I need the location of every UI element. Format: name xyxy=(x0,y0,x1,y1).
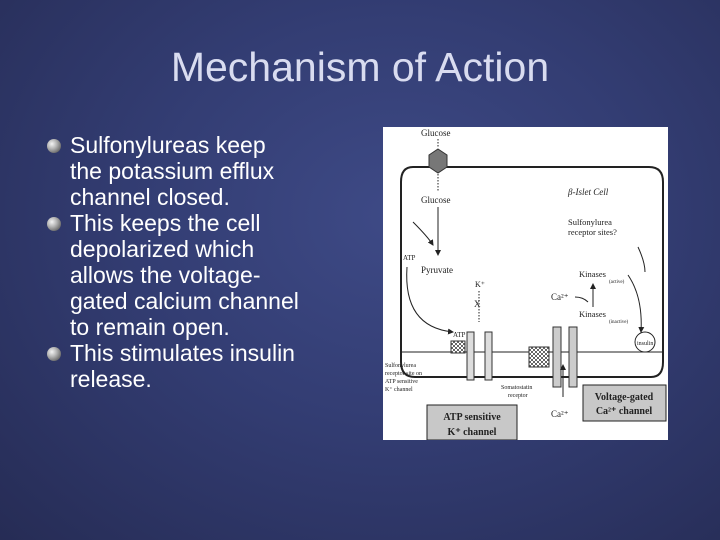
cell-label: β-Islet Cell xyxy=(567,187,609,197)
glucose-inner-label: Glucose xyxy=(421,195,451,205)
sfu-label-2: receptor site on xyxy=(385,371,422,377)
bullet-line: depolarized which xyxy=(70,236,255,262)
k-plus-label: K⁺ xyxy=(475,280,485,289)
sulfonylurea-receptor-icon xyxy=(450,340,466,354)
bullet-icon xyxy=(47,347,61,361)
bullet-line: gated calcium channel xyxy=(70,288,299,314)
pyruvate-label: Pyruvate xyxy=(421,265,453,275)
bullet-line: Sulfonylureas keep xyxy=(70,132,266,158)
atp-channel-label: ATP xyxy=(453,331,466,339)
slide-title: Mechanism of Action xyxy=(170,44,550,90)
insulin-label: insulin xyxy=(637,341,653,347)
sfu-label-3: ATP sensitive xyxy=(385,379,418,385)
somatostatin-label-1: Somatostatin xyxy=(501,385,532,391)
somatostatin-label-2: receptor xyxy=(508,393,528,399)
somatostatin-receptor-icon xyxy=(528,346,550,368)
voltage-gated-box xyxy=(582,384,667,422)
sfu-label-4: K⁺ channel xyxy=(385,386,413,393)
kinases-active-label: Kinases xyxy=(579,269,606,279)
bullet-list: Sulfonylureas keep the potassium efflux … xyxy=(44,132,364,392)
glucose-top-label: Glucose xyxy=(421,128,451,138)
atp-sensitive-box-line2: K⁺ channel xyxy=(448,427,497,438)
bullet-line: to remain open. xyxy=(70,314,230,340)
bullet-line: This stimulates insulin xyxy=(70,340,295,366)
voltage-gated-box-line2: Ca²⁺ channel xyxy=(596,406,653,417)
bullet-item: Sulfonylureas keep the potassium efflux … xyxy=(44,132,364,210)
voltage-gated-box-line1: Voltage-gated xyxy=(595,392,654,403)
sulfonylurea-sites-label-2: receptor sites? xyxy=(568,227,617,237)
cell-membrane xyxy=(400,166,664,378)
mechanism-diagram: Glucose Glucose β-Islet Cell Sulfonylure… xyxy=(383,127,668,440)
atp-sensitive-box xyxy=(426,404,518,440)
kinases-inactive-label: Kinases xyxy=(579,309,606,319)
bullet-line: This keeps the cell xyxy=(70,210,261,236)
sulfonylurea-sites-label: Sulfonylurea xyxy=(568,217,612,227)
kinases-active-sub: (active) xyxy=(609,280,625,285)
block-icon: X xyxy=(474,299,481,309)
bullet-line: channel closed. xyxy=(70,184,230,210)
ca-inner-label: Ca²⁺ xyxy=(551,292,569,302)
bullet-line: allows the voltage- xyxy=(70,262,261,288)
kinases-inactive-sub: (inactive) xyxy=(609,320,628,325)
atp-label: ATP xyxy=(403,254,416,262)
bullet-icon xyxy=(47,217,61,231)
sfu-label-1: Sulfonylurea xyxy=(385,362,416,369)
atp-sensitive-box-line1: ATP sensitive xyxy=(443,412,501,423)
bullet-icon xyxy=(47,139,61,153)
ca-outer-label: Ca²⁺ xyxy=(551,409,569,419)
bullet-item: This keeps the cell depolarized which al… xyxy=(44,210,364,340)
bullet-line: the potassium efflux xyxy=(70,158,275,184)
diagram-svg: Glucose Glucose β-Islet Cell Sulfonylure… xyxy=(385,128,667,440)
glucose-transporter-icon xyxy=(428,148,448,174)
bullet-line: release. xyxy=(70,366,152,392)
bullet-item: This stimulates insulin release. xyxy=(44,340,364,392)
